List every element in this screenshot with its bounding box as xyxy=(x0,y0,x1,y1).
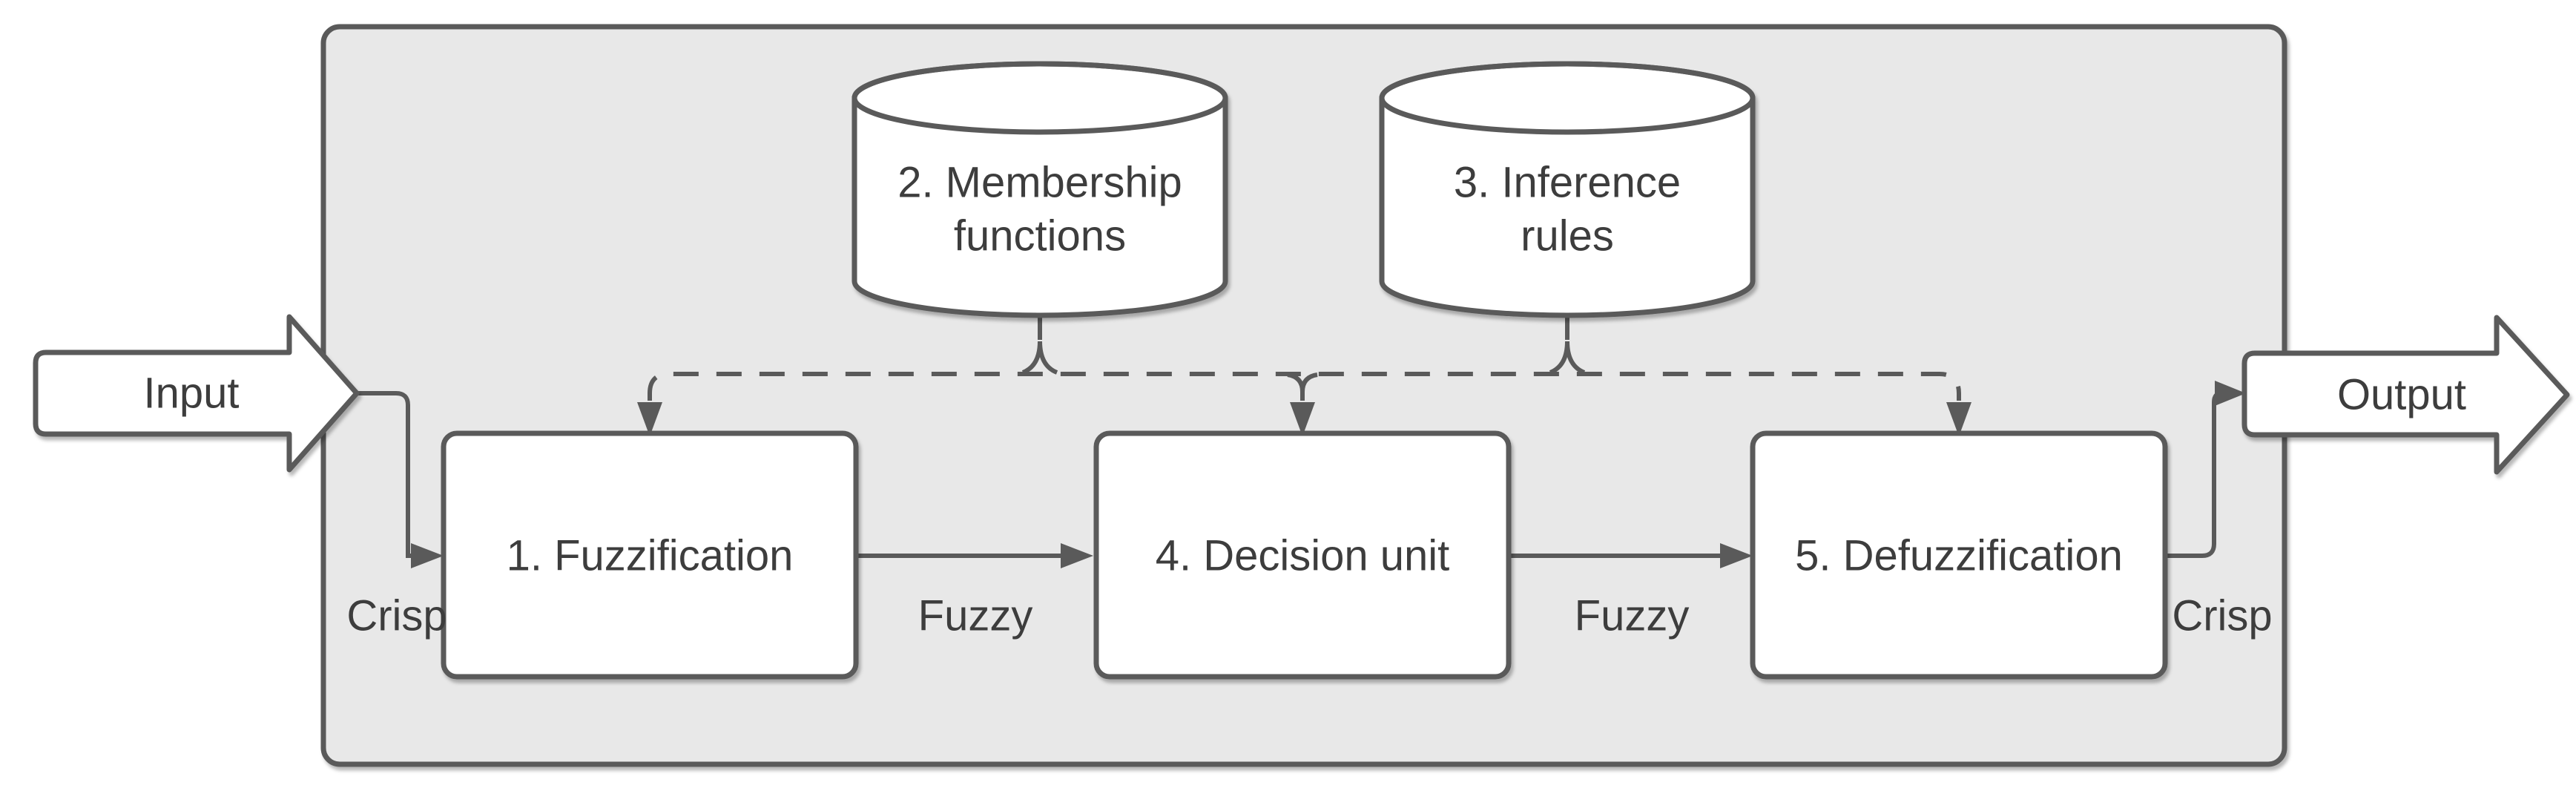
defuzzification-box: 5. Defuzzification xyxy=(1750,430,2168,680)
input-arrow-shape xyxy=(33,314,360,473)
inference-cylinder-top xyxy=(1379,61,1756,135)
inference-store-merge-fork xyxy=(1549,341,1586,375)
membership-functions-store: 2. Membership functions xyxy=(851,61,1228,318)
input-to-fuzzification-connector xyxy=(357,391,411,558)
arrowhead-into-decision-top xyxy=(1290,402,1315,436)
inference-store-label-line2: rules xyxy=(1521,212,1614,260)
defuzzification-box-label: 5. Defuzzification xyxy=(1795,532,2123,580)
decision-drop-shoulder xyxy=(1300,372,1318,393)
inference-rules-store: 3. Inference rules xyxy=(1379,61,1756,318)
inference-store-label-line1: 3. Inference xyxy=(1454,159,1681,207)
membership-store-label-line1: 2. Membership xyxy=(897,159,1182,207)
crisp-output-label: Crisp xyxy=(2172,592,2272,640)
fuzzy-right-label: Fuzzy xyxy=(1575,592,1690,640)
arrowhead-into-defuzzification-left xyxy=(1720,543,1753,568)
fuzzification-box-shape xyxy=(441,430,859,680)
input-arrow: Input xyxy=(33,314,360,473)
crisp-input-label: Crisp xyxy=(346,592,447,640)
defuzzification-box-shape xyxy=(1750,430,2168,680)
fuzzification-box: 1. Fuzzification xyxy=(441,430,859,680)
arrowhead-into-decision-left xyxy=(1061,543,1093,568)
membership-cylinder-top xyxy=(851,61,1228,135)
input-arrow-label: Input xyxy=(144,370,240,418)
output-arrow-shape xyxy=(2241,315,2570,475)
arrowhead-into-defuzzification-top xyxy=(1946,402,1971,436)
output-arrow: Output xyxy=(2241,315,2570,475)
fuzzy-left-label: Fuzzy xyxy=(918,592,1033,640)
decision-unit-box-shape xyxy=(1093,430,1512,680)
arrowhead-into-output xyxy=(2215,381,2246,406)
dashed-distribution-line xyxy=(648,372,1961,401)
output-arrow-label: Output xyxy=(2337,371,2466,419)
decision-unit-box-label: 4. Decision unit xyxy=(1156,532,1450,580)
arrowhead-into-fuzzification-top xyxy=(637,402,662,436)
membership-store-label-line2: functions xyxy=(954,212,1126,260)
fuzzification-box-label: 1. Fuzzification xyxy=(507,532,794,580)
arrowhead-into-fuzzification-left xyxy=(411,543,444,568)
membership-store-merge-fork xyxy=(1021,341,1058,375)
decision-unit-box: 4. Decision unit xyxy=(1093,430,1512,680)
